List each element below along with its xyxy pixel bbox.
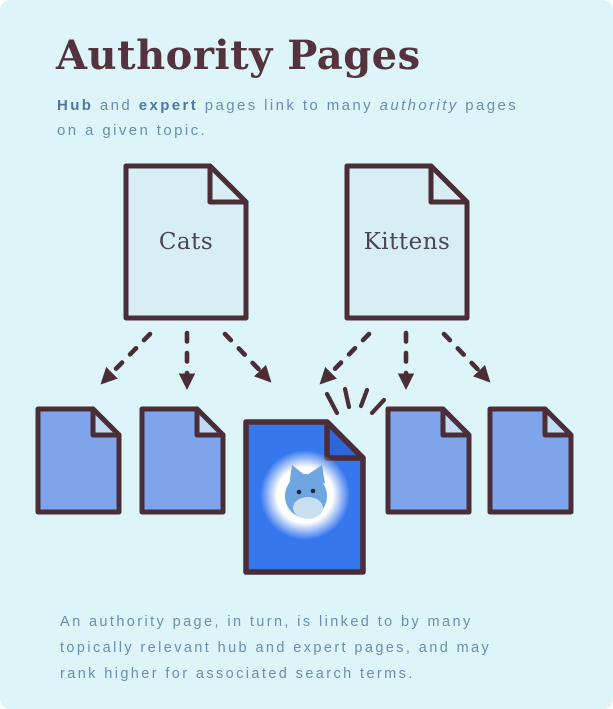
- footer-line: An authority page, in turn, is linked to…: [60, 614, 473, 630]
- arrow-cats-right: [222, 331, 272, 383]
- authority-page-2: [139, 406, 226, 515]
- footer-line: topically relevant hub and expert pages,…: [60, 640, 492, 656]
- document-icon: [385, 406, 472, 515]
- document-fold-icon: [324, 419, 366, 461]
- arrow-kittens-right: [441, 331, 491, 383]
- authority-page-1: [35, 406, 122, 515]
- hub-page-label: Cats: [158, 229, 214, 255]
- document-icon: [123, 163, 249, 321]
- page-title: Authority Pages: [56, 32, 421, 79]
- arrow-kittens-left: [319, 331, 372, 385]
- document-fold-icon: [440, 406, 472, 438]
- subtitle-line-2: on a given topic.: [57, 122, 208, 139]
- document-fold-icon: [542, 406, 574, 438]
- document-icon: [344, 163, 470, 321]
- document-icon: [35, 406, 122, 515]
- document-icon: [139, 406, 226, 515]
- footer-caption: An authority page, in turn, is linked to…: [60, 609, 491, 687]
- document-fold-icon: [428, 163, 470, 205]
- authority-page-5: [487, 406, 574, 515]
- cat-avatar-icon: [260, 450, 350, 540]
- footer-line: rank higher for associated search terms.: [60, 666, 415, 682]
- subtitle-word-hub: Hub: [57, 97, 94, 114]
- emphasis-rays-icon: [324, 386, 387, 416]
- subtitle: Hub and expert pages link to many author…: [57, 93, 518, 143]
- authority-page-featured: [243, 419, 367, 575]
- subtitle-word-authority: authority: [379, 97, 459, 114]
- arrow-cats-left: [100, 331, 153, 385]
- subtitle-text: pages link to many: [198, 97, 380, 114]
- hub-page-kittens: Kittens: [344, 163, 470, 321]
- authority-page-4: [385, 406, 472, 515]
- document-icon: [487, 406, 574, 515]
- document-fold-icon: [194, 406, 226, 438]
- subtitle-line-1: Hub and expert pages link to many author…: [57, 93, 518, 118]
- document-fold-icon: [207, 163, 249, 205]
- document-fold-icon: [90, 406, 122, 438]
- subtitle-text: and: [93, 97, 139, 114]
- hub-page-cats: Cats: [123, 163, 249, 321]
- subtitle-text: pages: [458, 97, 519, 114]
- subtitle-word-expert: expert: [138, 97, 199, 114]
- featured-document-icon: [243, 419, 366, 575]
- hub-page-label: Kittens: [363, 229, 451, 255]
